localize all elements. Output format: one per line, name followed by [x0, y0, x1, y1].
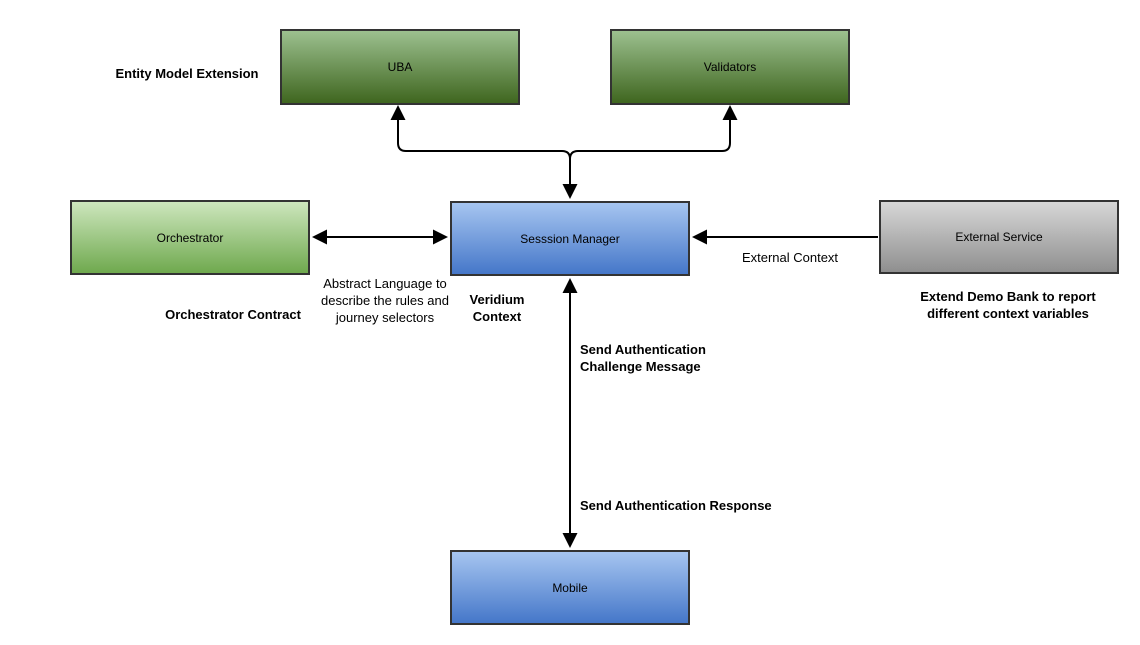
arrowhead-right-session-manager: [433, 229, 448, 245]
label-send-auth-challenge: Send Authentication Challenge Message: [580, 341, 780, 375]
label-extend-demo-bank: Extend Demo Bank to report different con…: [908, 288, 1108, 322]
arrowhead-up-uba: [390, 105, 406, 120]
label-veridium-context-line1: Veridium: [469, 292, 525, 307]
node-uba: UBA: [280, 29, 520, 105]
arrowhead-left-orchestrator: [312, 229, 327, 245]
node-external-service: External Service: [879, 200, 1119, 274]
edge-orchestrator-session-manager: [312, 229, 448, 245]
label-veridium-context-line2: Context: [472, 309, 522, 324]
label-external-context: External Context: [741, 250, 839, 265]
label-send-auth-challenge-line2: Challenge Message: [580, 359, 701, 374]
label-orchestrator-contract: Orchestrator Contract: [165, 307, 301, 322]
arrowhead-down-mobile: [562, 533, 578, 548]
label-abstract-language: Abstract Language to describe the rules …: [300, 275, 470, 326]
node-uba-label: UBA: [387, 60, 413, 74]
node-external-service-label: External Service: [955, 230, 1043, 244]
label-send-auth-response: Send Authentication Response: [580, 498, 772, 513]
node-validators: Validators: [610, 29, 850, 105]
edge-session-manager-to-uba-validators: [390, 105, 738, 199]
label-send-auth-challenge-line1: Send Authentication: [580, 342, 706, 357]
label-extend-demo-bank-line2: different context variables: [927, 306, 1089, 321]
label-abstract-language-line1: Abstract Language to: [323, 276, 447, 291]
label-abstract-language-line3: journey selectors: [335, 310, 435, 325]
edge-external-service-session-manager: [692, 229, 878, 245]
node-validators-label: Validators: [703, 60, 757, 74]
arrowhead-up-validators: [722, 105, 738, 120]
node-session-manager-label: Sesssion Manager: [520, 231, 620, 246]
edge-session-manager-mobile: [562, 278, 578, 548]
label-entity-model-extension: Entity Model Extension: [115, 66, 259, 81]
label-extend-demo-bank-line1: Extend Demo Bank to report: [920, 289, 1096, 304]
node-orchestrator: Orchestrator: [70, 200, 310, 275]
label-veridium-context: Veridium Context: [447, 291, 547, 325]
node-mobile-label: Mobile: [552, 580, 588, 595]
arrowhead-down-session-manager: [562, 184, 578, 199]
node-mobile: Mobile: [450, 550, 690, 625]
arrowhead-up-session-manager-bottom: [562, 278, 578, 293]
node-orchestrator-label: Orchestrator: [156, 230, 224, 245]
label-abstract-language-line2: describe the rules and: [321, 293, 449, 308]
arrowhead-left-session-manager: [692, 229, 707, 245]
node-session-manager: Sesssion Manager: [450, 201, 690, 276]
